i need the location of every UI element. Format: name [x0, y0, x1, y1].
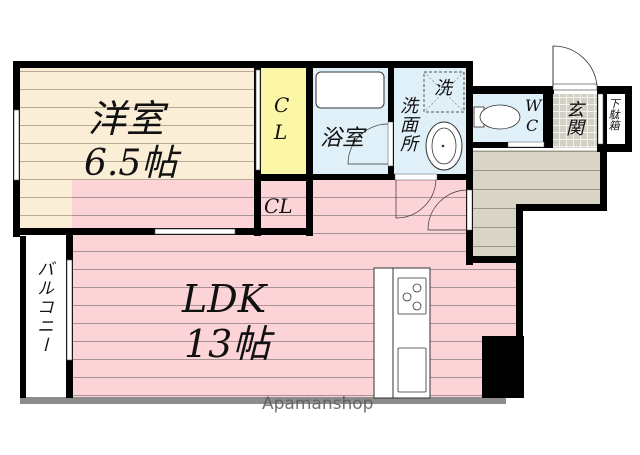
- balcony-name: バルコニー: [33, 260, 53, 355]
- closet-upper-label-1: C: [274, 93, 290, 117]
- washroom-name: 洗面所: [397, 96, 418, 153]
- washer-label: 洗: [434, 78, 452, 99]
- western-room-size: 6.5帖: [84, 143, 178, 184]
- sink: [397, 347, 427, 393]
- entrance-door-swing: [552, 45, 598, 87]
- balcony: [26, 236, 66, 397]
- entrance-name: 玄関: [563, 100, 584, 136]
- ldk-upper-strip: [312, 180, 468, 240]
- base-shadow: [20, 397, 506, 404]
- ldk-name: LDK: [182, 277, 267, 321]
- toilet-label-2: C: [526, 116, 539, 135]
- entrance: [553, 94, 597, 148]
- bathtub: [315, 71, 385, 109]
- ldk-size: 13帖: [184, 322, 271, 366]
- western-room-name: 洋室: [88, 97, 165, 141]
- bath-name: 浴室: [320, 126, 365, 151]
- watermark: Apamanshop: [262, 394, 374, 414]
- closet-upper: [261, 68, 306, 176]
- toilet-bowl: [479, 104, 521, 130]
- toilet-label-1: W: [525, 96, 542, 115]
- shoe-box-name: 下駄箱: [607, 98, 620, 131]
- washer-space: [423, 71, 465, 113]
- stove: [397, 277, 427, 315]
- closet-lower-label: CL: [264, 194, 293, 218]
- closet-upper-label-2: L: [274, 120, 288, 144]
